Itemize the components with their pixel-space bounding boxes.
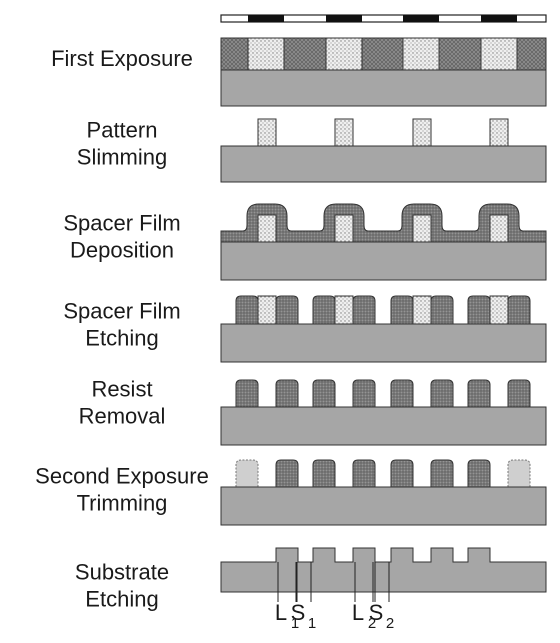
step-label: Trimming <box>77 491 168 516</box>
spacer <box>390 295 414 325</box>
step-label: First Exposure <box>51 46 193 71</box>
step-label: Removal <box>79 404 166 429</box>
step-second-exposure-trimming <box>220 459 547 526</box>
spacer <box>235 295 259 325</box>
resist-line <box>412 295 432 325</box>
step-label: Substrate <box>75 560 169 585</box>
spacer <box>312 379 336 408</box>
step-label: Etching <box>85 587 158 612</box>
substrate <box>220 323 547 363</box>
spacer <box>235 379 259 408</box>
spacer <box>430 295 454 325</box>
spacer <box>312 459 336 488</box>
trimmed-spacer <box>507 459 531 488</box>
spacer <box>352 295 376 325</box>
resist-line <box>257 118 277 147</box>
spacer <box>507 379 531 408</box>
resist-line <box>334 214 354 243</box>
dimension-label: L <box>275 600 287 625</box>
dimension-label: S <box>369 600 384 625</box>
spacer <box>275 459 299 488</box>
dimension-subscript: 2 <box>368 615 376 632</box>
mask-strip <box>220 14 547 23</box>
unexposed-resist <box>480 37 518 71</box>
spacer <box>430 459 454 488</box>
step-spacer-deposition <box>220 203 547 281</box>
substrate <box>220 406 547 446</box>
step-label: Second Exposure <box>35 464 209 489</box>
step-spacer-etching <box>220 295 547 363</box>
step-label: Pattern <box>87 118 158 143</box>
spacer-film <box>220 203 547 243</box>
resist-line <box>412 118 432 147</box>
dimension-label: S <box>291 600 306 625</box>
spacer <box>275 379 299 408</box>
spacer <box>467 459 491 488</box>
etched-substrate <box>220 547 547 593</box>
spacer <box>312 295 336 325</box>
step-label: Etching <box>85 326 158 351</box>
spacer <box>390 379 414 408</box>
dimension-subscript: 1 <box>308 615 316 632</box>
substrate <box>220 69 547 107</box>
step-label: Deposition <box>70 238 174 263</box>
step-label: Spacer Film <box>63 299 180 324</box>
spacer <box>390 459 414 488</box>
substrate <box>220 145 547 183</box>
spacer <box>507 295 531 325</box>
dimension-subscript: 1 <box>291 615 299 632</box>
spacer <box>352 459 376 488</box>
dimension-subscript: 2 <box>386 615 394 632</box>
trimmed-spacer <box>235 459 259 488</box>
resist-line <box>334 118 354 147</box>
spacer <box>275 295 299 325</box>
step-label: Resist <box>91 377 152 402</box>
spacer <box>352 379 376 408</box>
unexposed-resist <box>325 37 363 71</box>
substrate <box>220 486 547 526</box>
resist-line <box>257 295 277 325</box>
unexposed-resist <box>402 37 440 71</box>
resist-line <box>489 295 509 325</box>
step-first-exposure <box>220 37 547 107</box>
dimension-label: L <box>352 600 364 625</box>
spacer <box>467 379 491 408</box>
spacer <box>430 379 454 408</box>
unexposed-resist <box>247 37 285 71</box>
step-resist-removal <box>220 379 547 446</box>
step-pattern-slimming <box>220 118 547 183</box>
spacer <box>467 295 491 325</box>
resist-line <box>334 295 354 325</box>
step-label: Slimming <box>77 145 167 170</box>
resist-line <box>489 118 509 147</box>
resist-line <box>257 214 277 243</box>
resist-line <box>489 214 509 243</box>
substrate <box>220 241 547 281</box>
step-label: Spacer Film <box>63 211 180 236</box>
resist-line <box>412 214 432 243</box>
